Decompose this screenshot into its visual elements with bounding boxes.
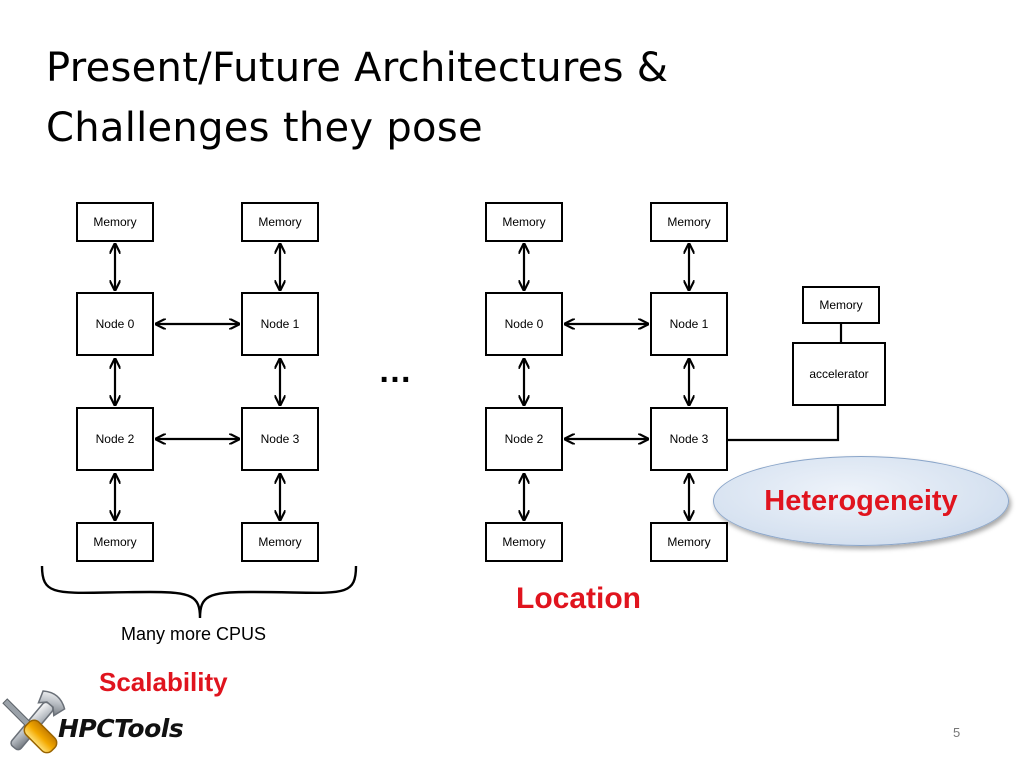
accelerator-memory: Memory <box>802 286 880 324</box>
right-node-2: Node 2 <box>485 407 563 471</box>
scalability-label: Scalability <box>99 667 228 697</box>
line-node3-accelerator <box>728 406 840 442</box>
right-node-3: Node 3 <box>650 407 728 471</box>
left-node-2: Node 2 <box>76 407 154 471</box>
right-memory-top-1: Memory <box>650 202 728 242</box>
slide-title: Present/Future Architectures & Challenge… <box>46 38 668 158</box>
left-memory-top-1: Memory <box>241 202 319 242</box>
location-label: Location <box>516 582 641 615</box>
accelerator-box: accelerator <box>792 342 886 406</box>
ellipsis: … <box>378 352 414 390</box>
hpctools-logo-text: HPCTools <box>58 714 184 743</box>
left-memory-bottom-1: Memory <box>241 522 319 562</box>
right-memory-bottom-1: Memory <box>650 522 728 562</box>
right-memory-bottom-0: Memory <box>485 522 563 562</box>
slide-title-line-1: Present/Future Architectures & <box>46 45 669 91</box>
right-node-0: Node 0 <box>485 292 563 356</box>
left-memory-top-0: Memory <box>76 202 154 242</box>
slide-title-line-2: Challenges they pose <box>46 105 483 151</box>
left-node-1: Node 1 <box>241 292 319 356</box>
curly-brace <box>40 565 358 619</box>
many-cpus-caption: Many more CPUS <box>121 624 267 644</box>
right-memory-top-0: Memory <box>485 202 563 242</box>
left-node-3: Node 3 <box>241 407 319 471</box>
right-node-1: Node 1 <box>650 292 728 356</box>
heterogeneity-callout: Heterogeneity <box>713 456 1009 546</box>
wrench-screwdriver-icon <box>2 690 66 754</box>
left-memory-bottom-0: Memory <box>76 522 154 562</box>
heterogeneity-label: Heterogeneity <box>764 484 958 517</box>
page-number: 5 <box>953 725 961 740</box>
left-node-0: Node 0 <box>76 292 154 356</box>
